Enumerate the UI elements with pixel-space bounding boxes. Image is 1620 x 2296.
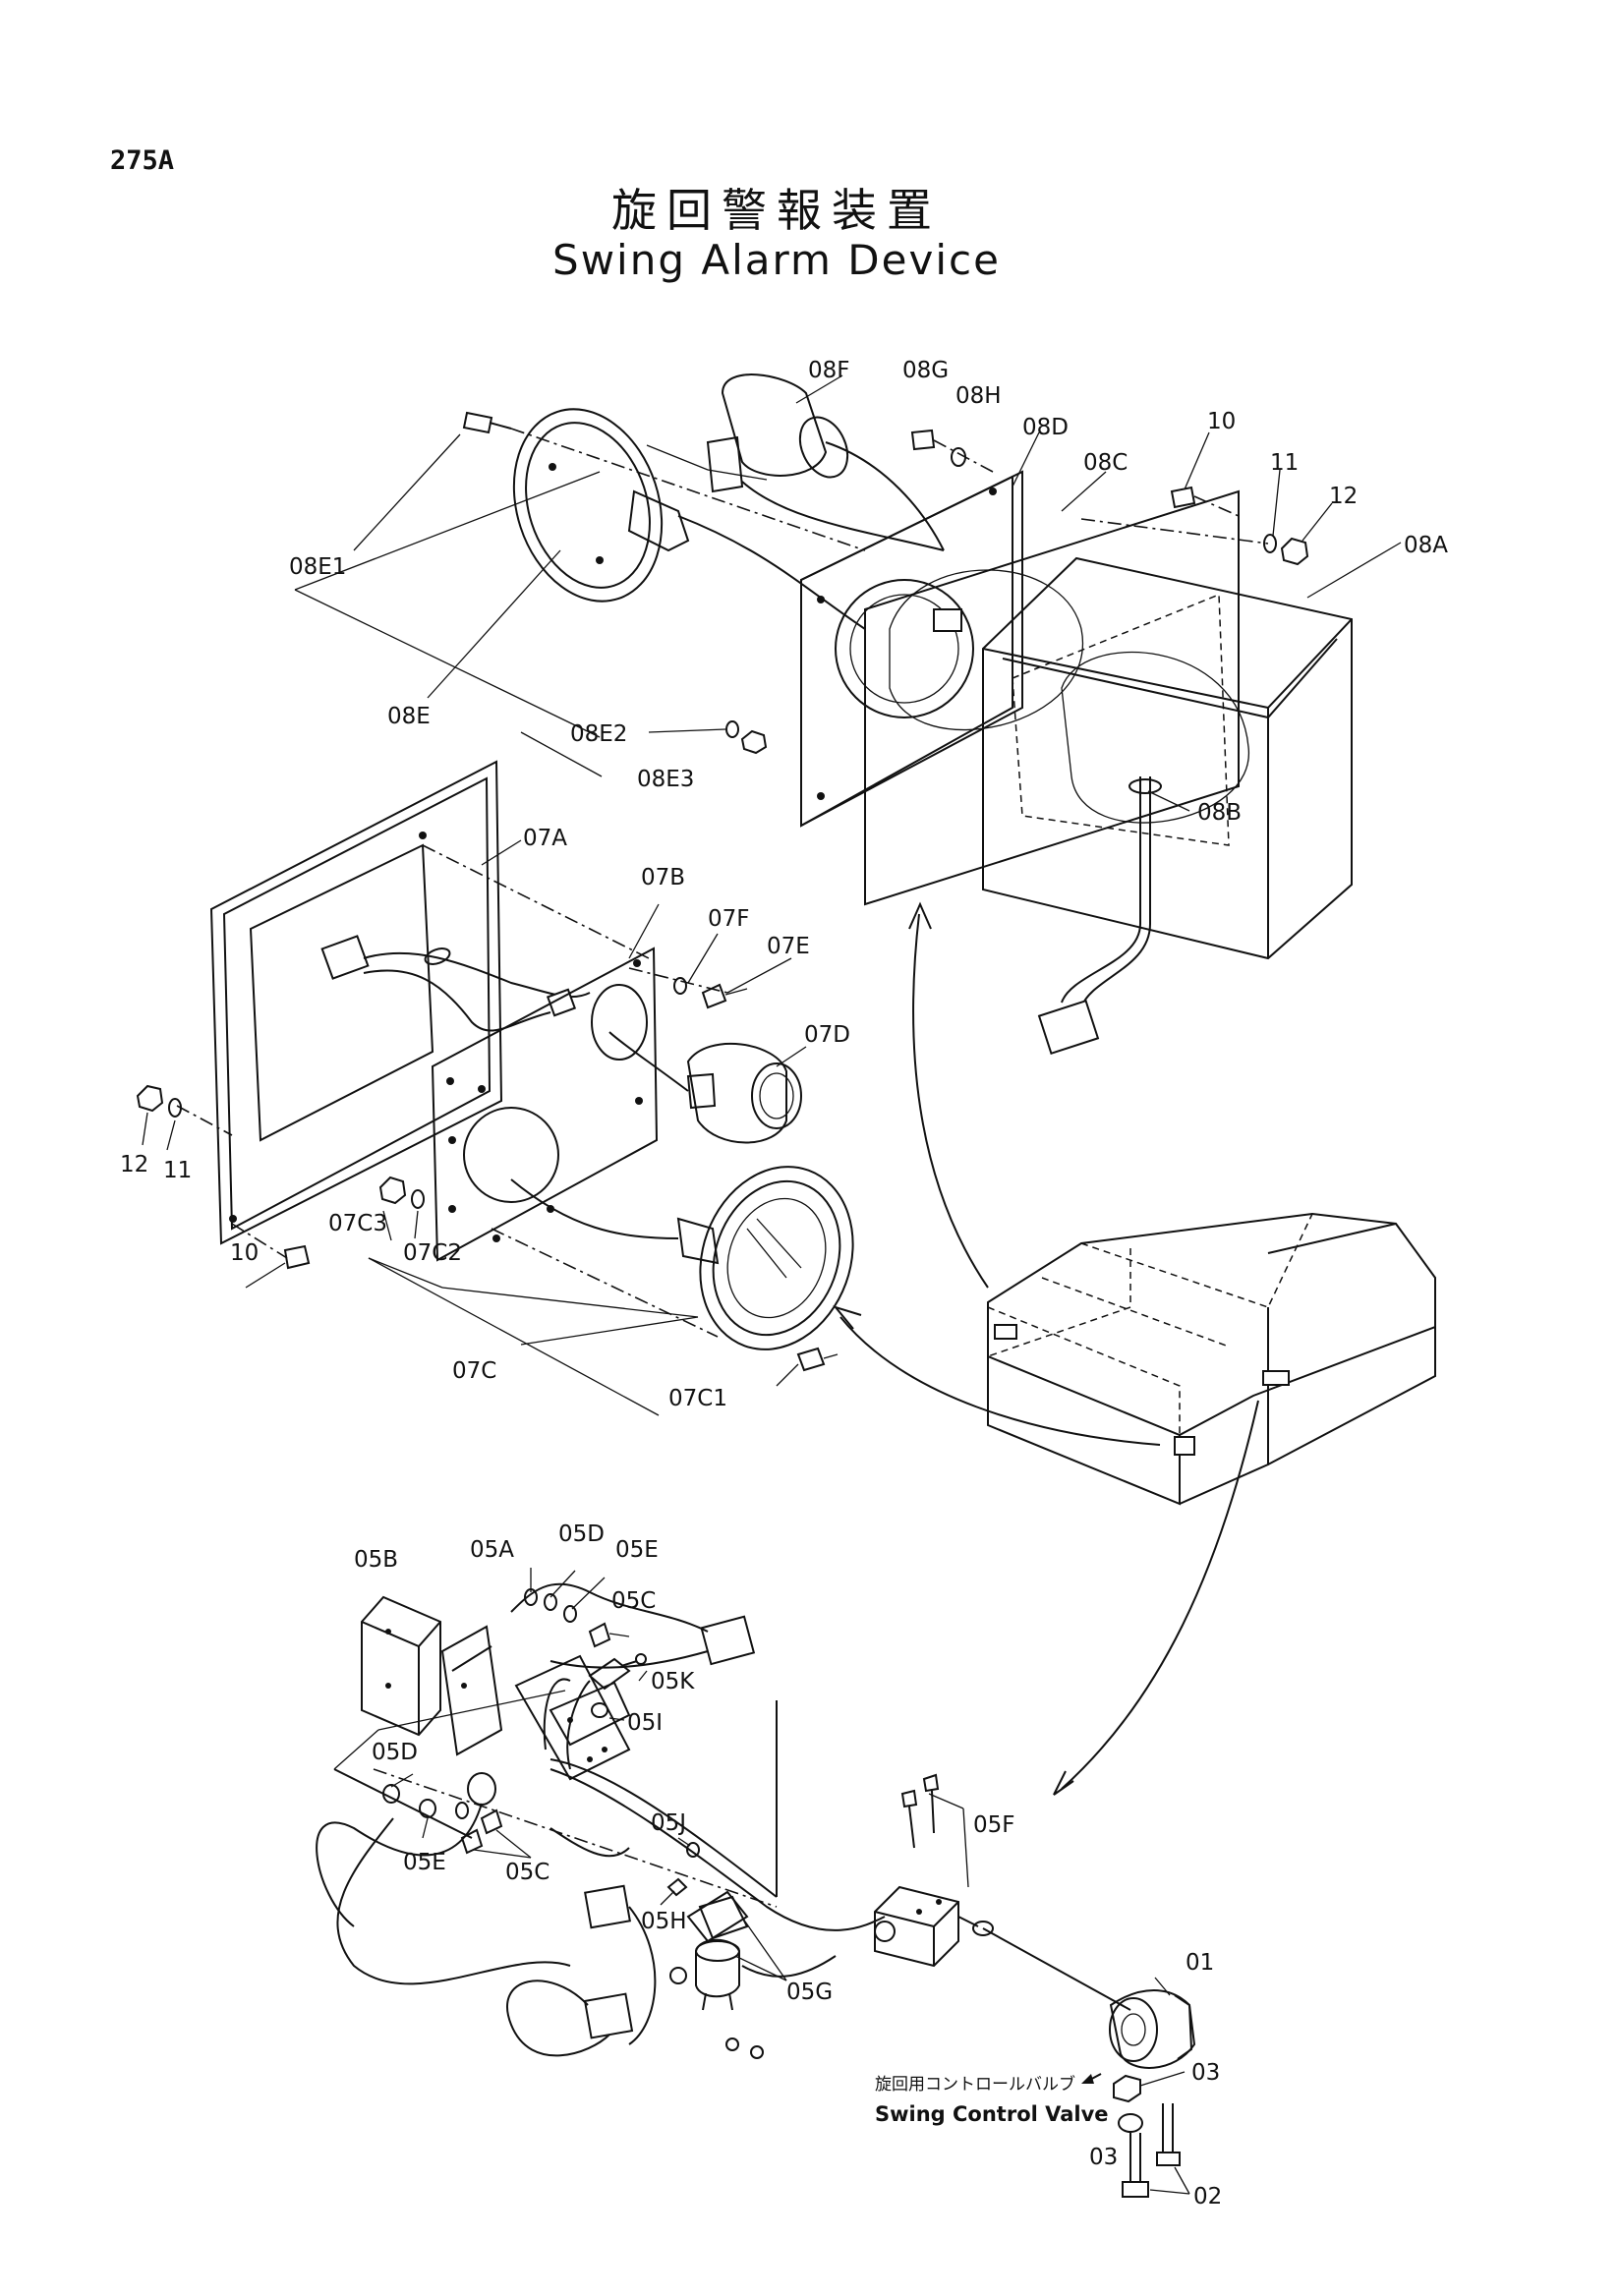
label-02: 02 bbox=[1193, 2184, 1222, 2210]
label-07A: 07A bbox=[523, 826, 567, 851]
label-07F: 07F bbox=[708, 906, 750, 932]
cab-console bbox=[987, 1212, 1436, 1506]
buzzer-07D bbox=[608, 1031, 802, 1144]
label-08G: 08G bbox=[902, 358, 949, 383]
label-05B: 05B bbox=[354, 1547, 398, 1573]
label-08C: 08C bbox=[1083, 450, 1128, 476]
lamp-08E bbox=[512, 408, 866, 630]
valve-01 bbox=[1081, 1977, 1196, 2198]
caption-english: Swing Control Valve bbox=[875, 2102, 1109, 2126]
label-05F: 05F bbox=[973, 1812, 1015, 1838]
label-11-mid: 11 bbox=[163, 1158, 192, 1183]
buzzer-05G bbox=[669, 1895, 837, 2059]
relay-plate bbox=[514, 1654, 631, 1781]
label-05C-top: 05C bbox=[611, 1588, 656, 1614]
pointer-arrows bbox=[833, 901, 1259, 1796]
caption-japanese: 旋回用コントロールバルブ bbox=[875, 2074, 1075, 2095]
block-05B bbox=[361, 1595, 441, 1737]
gasket-08C bbox=[864, 489, 1240, 906]
title-english: Swing Alarm Device bbox=[552, 236, 1001, 284]
label-08F: 08F bbox=[808, 358, 850, 383]
panel-07A bbox=[209, 760, 503, 1245]
label-07C2: 07C2 bbox=[403, 1240, 462, 1266]
part-labels: 08F 08G 08H 08D 08C 10 11 12 08A 08E1 08… bbox=[120, 358, 1448, 2210]
plate-08-left bbox=[800, 475, 1013, 828]
label-05K: 05K bbox=[651, 1669, 695, 1694]
label-03-right: 03 bbox=[1191, 2060, 1220, 2086]
small-fasteners-05 bbox=[333, 1568, 787, 1981]
title-japanese: 旋回警報装置 bbox=[611, 184, 942, 237]
leaders-middle bbox=[142, 839, 807, 1416]
label-11-top: 11 bbox=[1270, 450, 1299, 476]
switch-05K bbox=[588, 1653, 647, 1691]
label-05A: 05A bbox=[470, 1537, 514, 1563]
bolts-top bbox=[462, 411, 1309, 755]
label-05I: 05I bbox=[627, 1710, 663, 1736]
label-08B: 08B bbox=[1197, 800, 1242, 826]
label-07E: 07E bbox=[767, 934, 810, 959]
bolts-05F bbox=[900, 1773, 969, 1888]
label-05E-top: 05E bbox=[615, 1537, 659, 1563]
label-05D-top: 05D bbox=[558, 1521, 605, 1547]
label-05H: 05H bbox=[641, 1909, 687, 1934]
page-number: 275A bbox=[110, 145, 175, 176]
label-07D: 07D bbox=[804, 1022, 850, 1048]
buzzer-08F bbox=[706, 373, 945, 551]
label-05C-low: 05C bbox=[505, 1860, 550, 1885]
harness-05 bbox=[316, 1582, 886, 2057]
label-05E-low: 05E bbox=[403, 1850, 446, 1875]
limit-switch bbox=[874, 1885, 1131, 2011]
label-08E1: 08E1 bbox=[289, 554, 346, 580]
label-10-mid: 10 bbox=[230, 1240, 259, 1266]
harness-07 bbox=[320, 935, 591, 1032]
label-07C: 07C bbox=[452, 1358, 496, 1384]
label-05J: 05J bbox=[651, 1810, 686, 1836]
lamp-07C bbox=[510, 1166, 854, 1350]
label-08H: 08H bbox=[955, 383, 1002, 409]
label-05D-low: 05D bbox=[372, 1740, 418, 1765]
label-08E3: 08E3 bbox=[637, 767, 694, 792]
label-01: 01 bbox=[1186, 1950, 1214, 1976]
label-07C1: 07C1 bbox=[668, 1386, 727, 1411]
leaders-top bbox=[294, 374, 1402, 812]
label-12-mid: 12 bbox=[120, 1152, 148, 1177]
label-10-top: 10 bbox=[1207, 409, 1236, 434]
label-08D: 08D bbox=[1022, 415, 1069, 440]
label-08E2: 08E2 bbox=[570, 721, 627, 747]
alarm-housing-08A bbox=[982, 556, 1353, 1056]
label-12-top: 12 bbox=[1329, 484, 1358, 509]
label-07C3: 07C3 bbox=[328, 1211, 387, 1236]
bracket-07B bbox=[431, 947, 659, 1262]
label-08A: 08A bbox=[1404, 533, 1448, 558]
label-05G: 05G bbox=[786, 1980, 833, 2005]
label-07B: 07B bbox=[641, 865, 685, 890]
label-08E: 08E bbox=[387, 704, 431, 729]
label-03-left: 03 bbox=[1089, 2145, 1118, 2170]
bracket-05A bbox=[440, 1625, 503, 1756]
fasteners-07 bbox=[136, 967, 839, 1372]
